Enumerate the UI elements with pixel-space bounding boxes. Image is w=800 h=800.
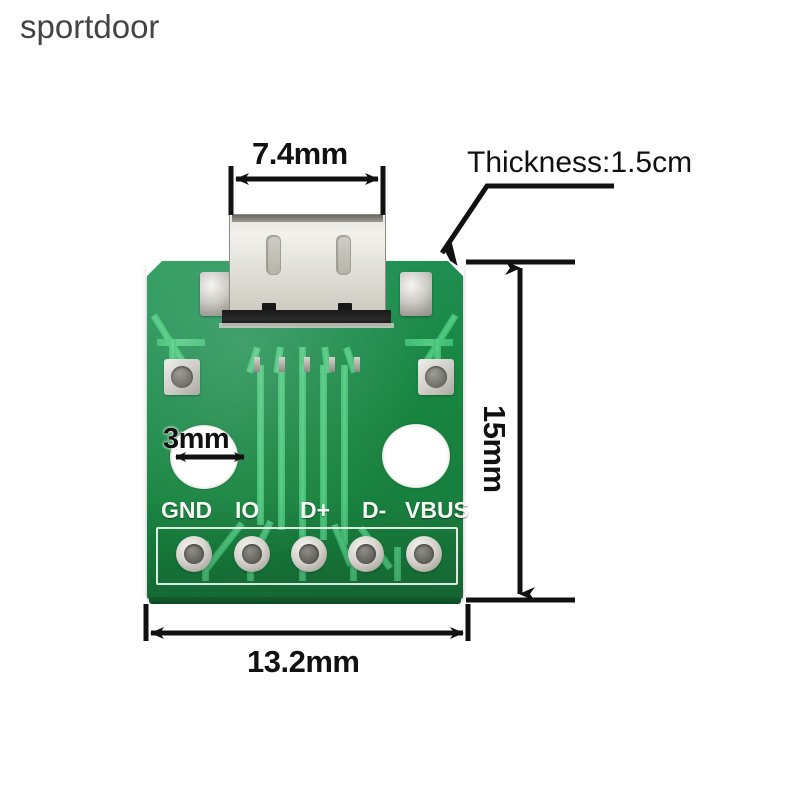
- callout-label-thickness: Thickness:1.5cm: [467, 146, 693, 179]
- dimension-label-13-2mm: 13.2mm: [247, 644, 360, 679]
- usb-pin-1: [254, 357, 260, 372]
- mounting-pad-left-hole: [171, 366, 193, 388]
- usb-shell-slot-right: [336, 235, 351, 275]
- header-hole-vbus-drill: [414, 544, 434, 564]
- solder-pad-left: [200, 272, 232, 316]
- dimension-13-2mm: [143, 604, 471, 641]
- copper-fanout-3: [299, 347, 306, 373]
- pcb-bottom-edge: [149, 597, 461, 604]
- header-hole-gnd: [176, 536, 212, 572]
- solder-pad-right: [400, 272, 432, 316]
- copper-trace-3: [299, 365, 306, 535]
- copper-run-vbus-drop: [394, 547, 401, 581]
- copper-shell-left-drop: [169, 339, 176, 375]
- copper-trace-2: [278, 365, 285, 530]
- silkscreen-label-dplus: D+: [300, 497, 331, 523]
- dimension-label-15mm: 15mm: [477, 405, 512, 493]
- usb-shell-slot-left: [266, 235, 281, 275]
- dimension-label-7-4mm: 7.4mm: [252, 136, 348, 171]
- copper-shell-right-drop: [434, 339, 441, 375]
- mounting-pad-left: [164, 359, 200, 395]
- usb-pin-3: [304, 357, 310, 372]
- header-silkscreen-outline: [156, 527, 458, 585]
- usb-plastic-base: [222, 310, 391, 326]
- copper-trace-1: [257, 365, 264, 525]
- header-hole-vbus: [406, 536, 442, 572]
- header-hole-gnd-drill: [184, 544, 204, 564]
- copper-shell-right-run: [405, 339, 453, 346]
- usb-base-lip: [219, 323, 394, 328]
- mounting-hole-right: [382, 424, 450, 488]
- header-hole-dplus: [291, 536, 327, 572]
- usb-pin-4: [329, 357, 335, 372]
- micro-usb-connector: [219, 210, 394, 328]
- header-hole-dplus-drill: [299, 544, 319, 564]
- silkscreen-label-vbus: VBUS: [405, 497, 469, 523]
- usb-top-seam: [232, 215, 383, 222]
- watermark-sportdoor: sportdoor: [20, 8, 160, 45]
- copper-shell-left-run: [157, 339, 205, 346]
- callout-leader-thickness: [439, 183, 614, 266]
- mounting-pad-right-hole: [425, 366, 447, 388]
- usb-pin-5: [354, 357, 360, 372]
- copper-trace-4: [320, 365, 327, 540]
- header-hole-io-drill: [242, 544, 262, 564]
- header-hole-dminus-drill: [356, 544, 376, 564]
- dimension-7-4mm: [228, 166, 386, 215]
- header-hole-dminus: [348, 536, 384, 572]
- usb-pin-2: [279, 357, 285, 372]
- dimension-label-3mm: 3mm: [163, 423, 230, 455]
- header-hole-io: [234, 536, 270, 572]
- silkscreen-label-gnd: GND: [161, 497, 213, 523]
- silkscreen-label-dminus: D-: [362, 497, 387, 523]
- silkscreen-label-io: IO: [235, 497, 260, 523]
- copper-trace-5: [341, 365, 348, 545]
- mounting-pad-right: [418, 359, 454, 395]
- usb-metal-shell: [229, 214, 386, 325]
